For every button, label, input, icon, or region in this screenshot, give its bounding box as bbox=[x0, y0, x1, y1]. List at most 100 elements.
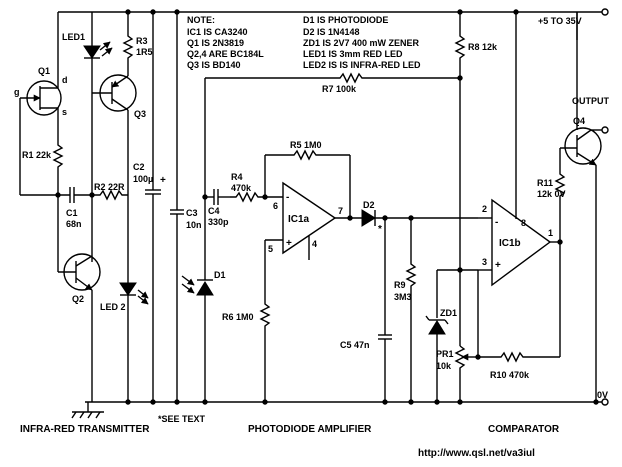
d1-photodiode bbox=[181, 275, 214, 402]
ground-rail bbox=[85, 398, 609, 406]
ic1a-minus: - bbox=[286, 192, 289, 203]
q4-label: Q4 bbox=[573, 116, 585, 126]
ic1a-pin-7: 7 bbox=[338, 206, 343, 216]
r2-resistor bbox=[92, 189, 128, 201]
pr1-name: PR1 bbox=[436, 349, 454, 359]
q1-gate-label: g bbox=[14, 87, 20, 97]
q1-jfet bbox=[20, 60, 62, 140]
c3-capacitor bbox=[170, 12, 184, 402]
ic1a-opamp bbox=[264, 181, 362, 300]
r11-name: R11 bbox=[537, 178, 553, 188]
r4-value: 470k bbox=[231, 183, 252, 193]
ic1b-pin-2: 2 bbox=[482, 204, 487, 214]
c4-value: 330p bbox=[208, 217, 229, 227]
pr1-preset bbox=[454, 270, 478, 402]
note-right-3: ZD1 IS 2V7 400 mW ZENER bbox=[303, 38, 420, 48]
footer-url: http://www.qsl.net/va3iul bbox=[418, 448, 535, 459]
see-text-note: *SEE TEXT bbox=[158, 414, 206, 424]
transmitter-section-label: INFRA-RED TRANSMITTER bbox=[20, 424, 150, 435]
note-right-1: D1 IS PHOTODIODE bbox=[303, 15, 388, 25]
q1-label: Q1 bbox=[38, 66, 50, 76]
d2-star: * bbox=[378, 224, 382, 235]
c2-polarity: + bbox=[160, 175, 166, 186]
junction-dots bbox=[55, 9, 599, 405]
r5-resistor bbox=[290, 149, 350, 161]
ic1b-label: IC1b bbox=[499, 238, 521, 249]
r11-resistor bbox=[554, 148, 566, 242]
c3-name: C3 bbox=[186, 208, 198, 218]
r7-resistor bbox=[335, 72, 460, 84]
r10-resistor bbox=[478, 242, 561, 363]
c4-name: C4 bbox=[208, 206, 220, 216]
c2-capacitor bbox=[145, 189, 161, 402]
r1-label: R1 22k bbox=[22, 150, 52, 160]
r5-label: R5 1M0 bbox=[290, 140, 322, 150]
q2-label: Q2 bbox=[72, 294, 84, 304]
d2-label: D2 bbox=[363, 200, 375, 210]
led1 bbox=[83, 40, 113, 92]
zd1-zener bbox=[425, 315, 449, 402]
ic1b-pin-3: 3 bbox=[482, 257, 487, 267]
r9-name: R9 bbox=[394, 280, 406, 290]
ic1b-comparator bbox=[477, 198, 560, 357]
r9-value: 3M3 bbox=[394, 292, 412, 302]
d2-diode bbox=[361, 209, 478, 227]
c1-name: C1 bbox=[66, 208, 78, 218]
r10-label: R10 470k bbox=[490, 370, 530, 380]
r1-resistor bbox=[52, 140, 64, 195]
notes-heading: NOTE: bbox=[187, 15, 215, 25]
ic1b-pin-8: 8 bbox=[521, 218, 526, 228]
output-terminal bbox=[601, 126, 609, 134]
pr1-value: 10k bbox=[436, 361, 452, 371]
q3-transistor bbox=[92, 70, 137, 285]
supply-ground-label: 0V bbox=[597, 390, 608, 400]
ic1a-plus: + bbox=[286, 238, 292, 249]
led2 bbox=[119, 282, 149, 402]
q2-transistor bbox=[57, 195, 101, 402]
ic1b-pin-1: 1 bbox=[548, 228, 553, 238]
note-right-5: LED2 IS IS INFRA-RED LED bbox=[303, 60, 421, 70]
c1-value: 68n bbox=[66, 219, 82, 229]
ic1a-label: IC1a bbox=[288, 214, 310, 225]
ic1a-pin-4: 4 bbox=[312, 239, 317, 249]
zd1-label: ZD1 bbox=[440, 308, 457, 318]
r6-resistor bbox=[259, 300, 271, 402]
c1-capacitor bbox=[69, 187, 92, 203]
note-left-1: IC1 IS CA3240 bbox=[187, 27, 248, 37]
r7-label: R7 100k bbox=[322, 84, 357, 94]
q1-source-label: s bbox=[62, 107, 67, 117]
positive-terminal bbox=[601, 8, 609, 16]
amplifier-section-label: PHOTODIODE AMPLIFIER bbox=[248, 424, 372, 435]
note-left-3: Q2,4 ARE BC184L bbox=[187, 49, 264, 59]
d1-label: D1 bbox=[214, 270, 226, 280]
q1-drain-label: d bbox=[62, 75, 68, 85]
c5-label: C5 47n bbox=[340, 340, 370, 350]
comparator-section-label: COMPARATOR bbox=[488, 424, 560, 435]
led1-label: LED1 bbox=[62, 32, 85, 42]
r3-name: R3 bbox=[136, 36, 148, 46]
positive-rail bbox=[57, 8, 609, 200]
r2-label: R2 22R bbox=[94, 182, 125, 192]
ground-symbol bbox=[71, 402, 104, 419]
c2-value: 100µ bbox=[133, 174, 153, 184]
q3-label: Q3 bbox=[134, 109, 146, 119]
ic1b-minus: - bbox=[495, 217, 498, 228]
c2-name: C2 bbox=[133, 162, 145, 172]
r8-label: R8 12k bbox=[468, 42, 498, 52]
r3-value: 1R5 bbox=[136, 47, 153, 57]
note-left-4: Q3 IS BD140 bbox=[187, 60, 241, 70]
ic1a-pin-6: 6 bbox=[273, 201, 278, 211]
c5-capacitor bbox=[378, 218, 392, 402]
note-right-2: D2 IS 1N4148 bbox=[303, 27, 360, 37]
r8-resistor bbox=[454, 30, 466, 78]
c3-value: 10n bbox=[186, 220, 202, 230]
ic1a-pin-5: 5 bbox=[268, 244, 273, 254]
note-left-2: Q1 IS 2N3819 bbox=[187, 38, 244, 48]
r4-name: R4 bbox=[231, 172, 243, 182]
led2-label: LED 2 bbox=[100, 302, 126, 312]
supply-positive-label: +5 TO 35V bbox=[538, 16, 582, 26]
output-label: OUTPUT bbox=[572, 96, 610, 106]
r6-label: R6 1M0 bbox=[222, 312, 254, 322]
r9-resistor bbox=[405, 218, 417, 402]
